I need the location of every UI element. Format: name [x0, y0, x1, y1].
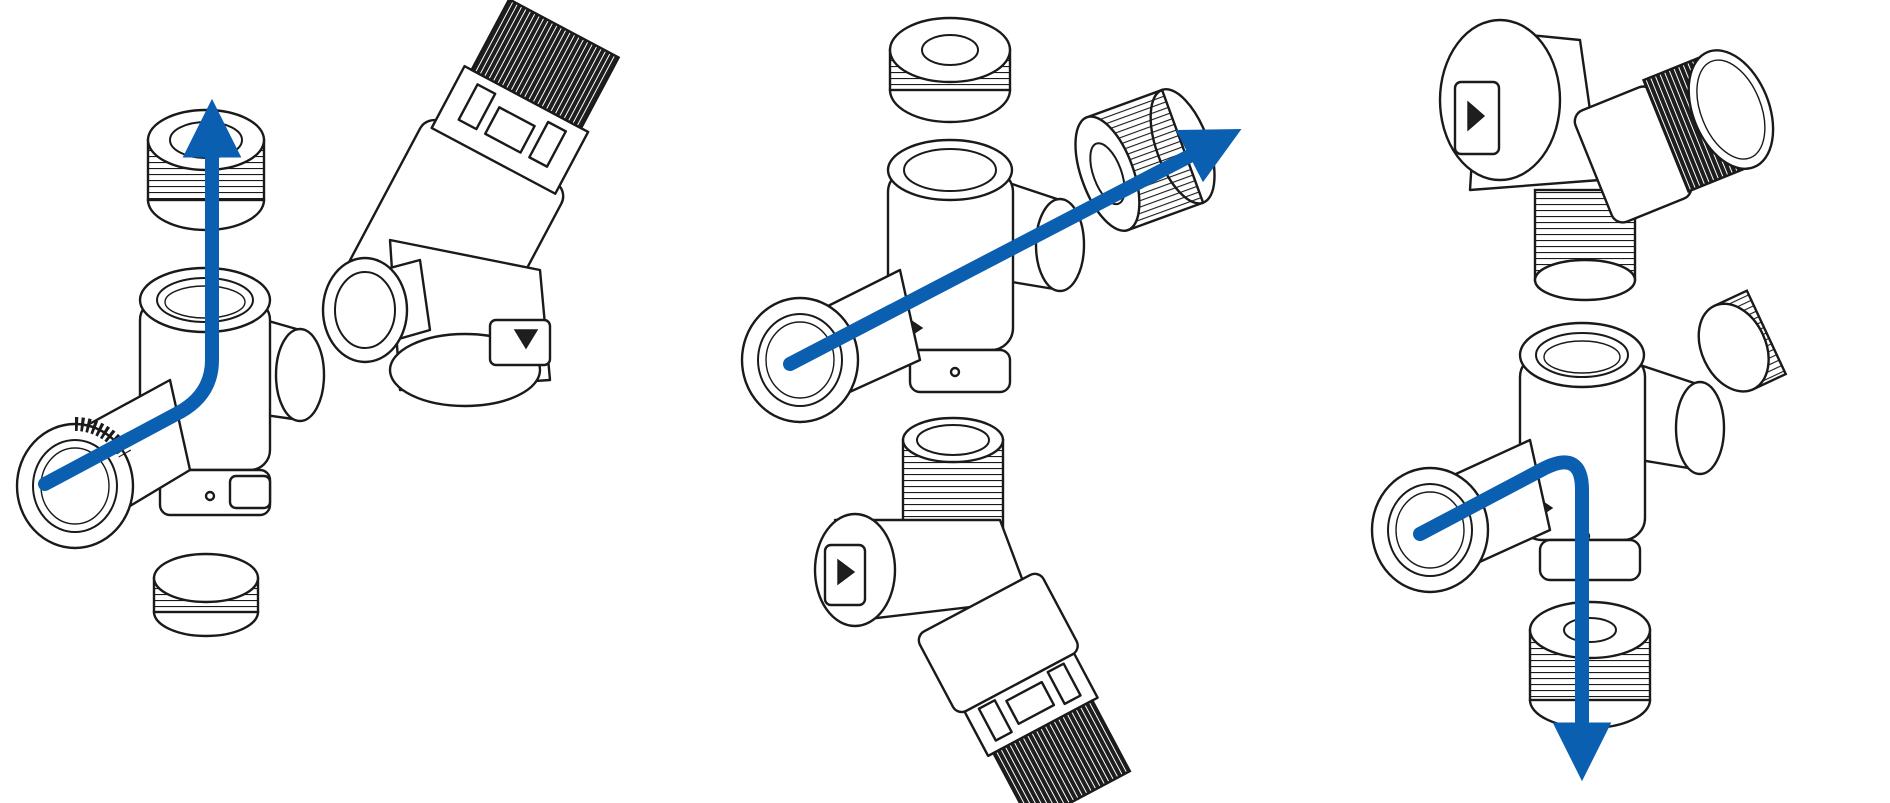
valve-body-panel-3	[1370, 321, 1726, 594]
regulator-knob-bottom	[917, 572, 1132, 803]
side-cap-right	[1697, 289, 1788, 393]
panel-2-straight-configuration	[740, 16, 1242, 803]
inlet-spigot-left	[15, 378, 192, 550]
mounted-valve-top	[1438, 18, 1637, 302]
flow-arrow-panel-3	[1413, 455, 1612, 782]
panel-3-downward-configuration	[1370, 18, 1788, 782]
threaded-cap-bottom	[152, 552, 260, 638]
mounted-valve-knob	[1573, 49, 1775, 224]
panel-1-vertical-configuration	[15, 0, 621, 638]
flow-arrow-panel-2	[783, 128, 1242, 371]
flow-arrow-panel-1	[38, 98, 242, 491]
threaded-plug-top-panel-2	[888, 16, 1012, 124]
regulator-valve-bottom	[813, 416, 1032, 628]
angled-valve-body	[321, 238, 552, 408]
valve-body-panel-2	[740, 138, 1086, 424]
threaded-plug-bottom	[1528, 600, 1652, 730]
